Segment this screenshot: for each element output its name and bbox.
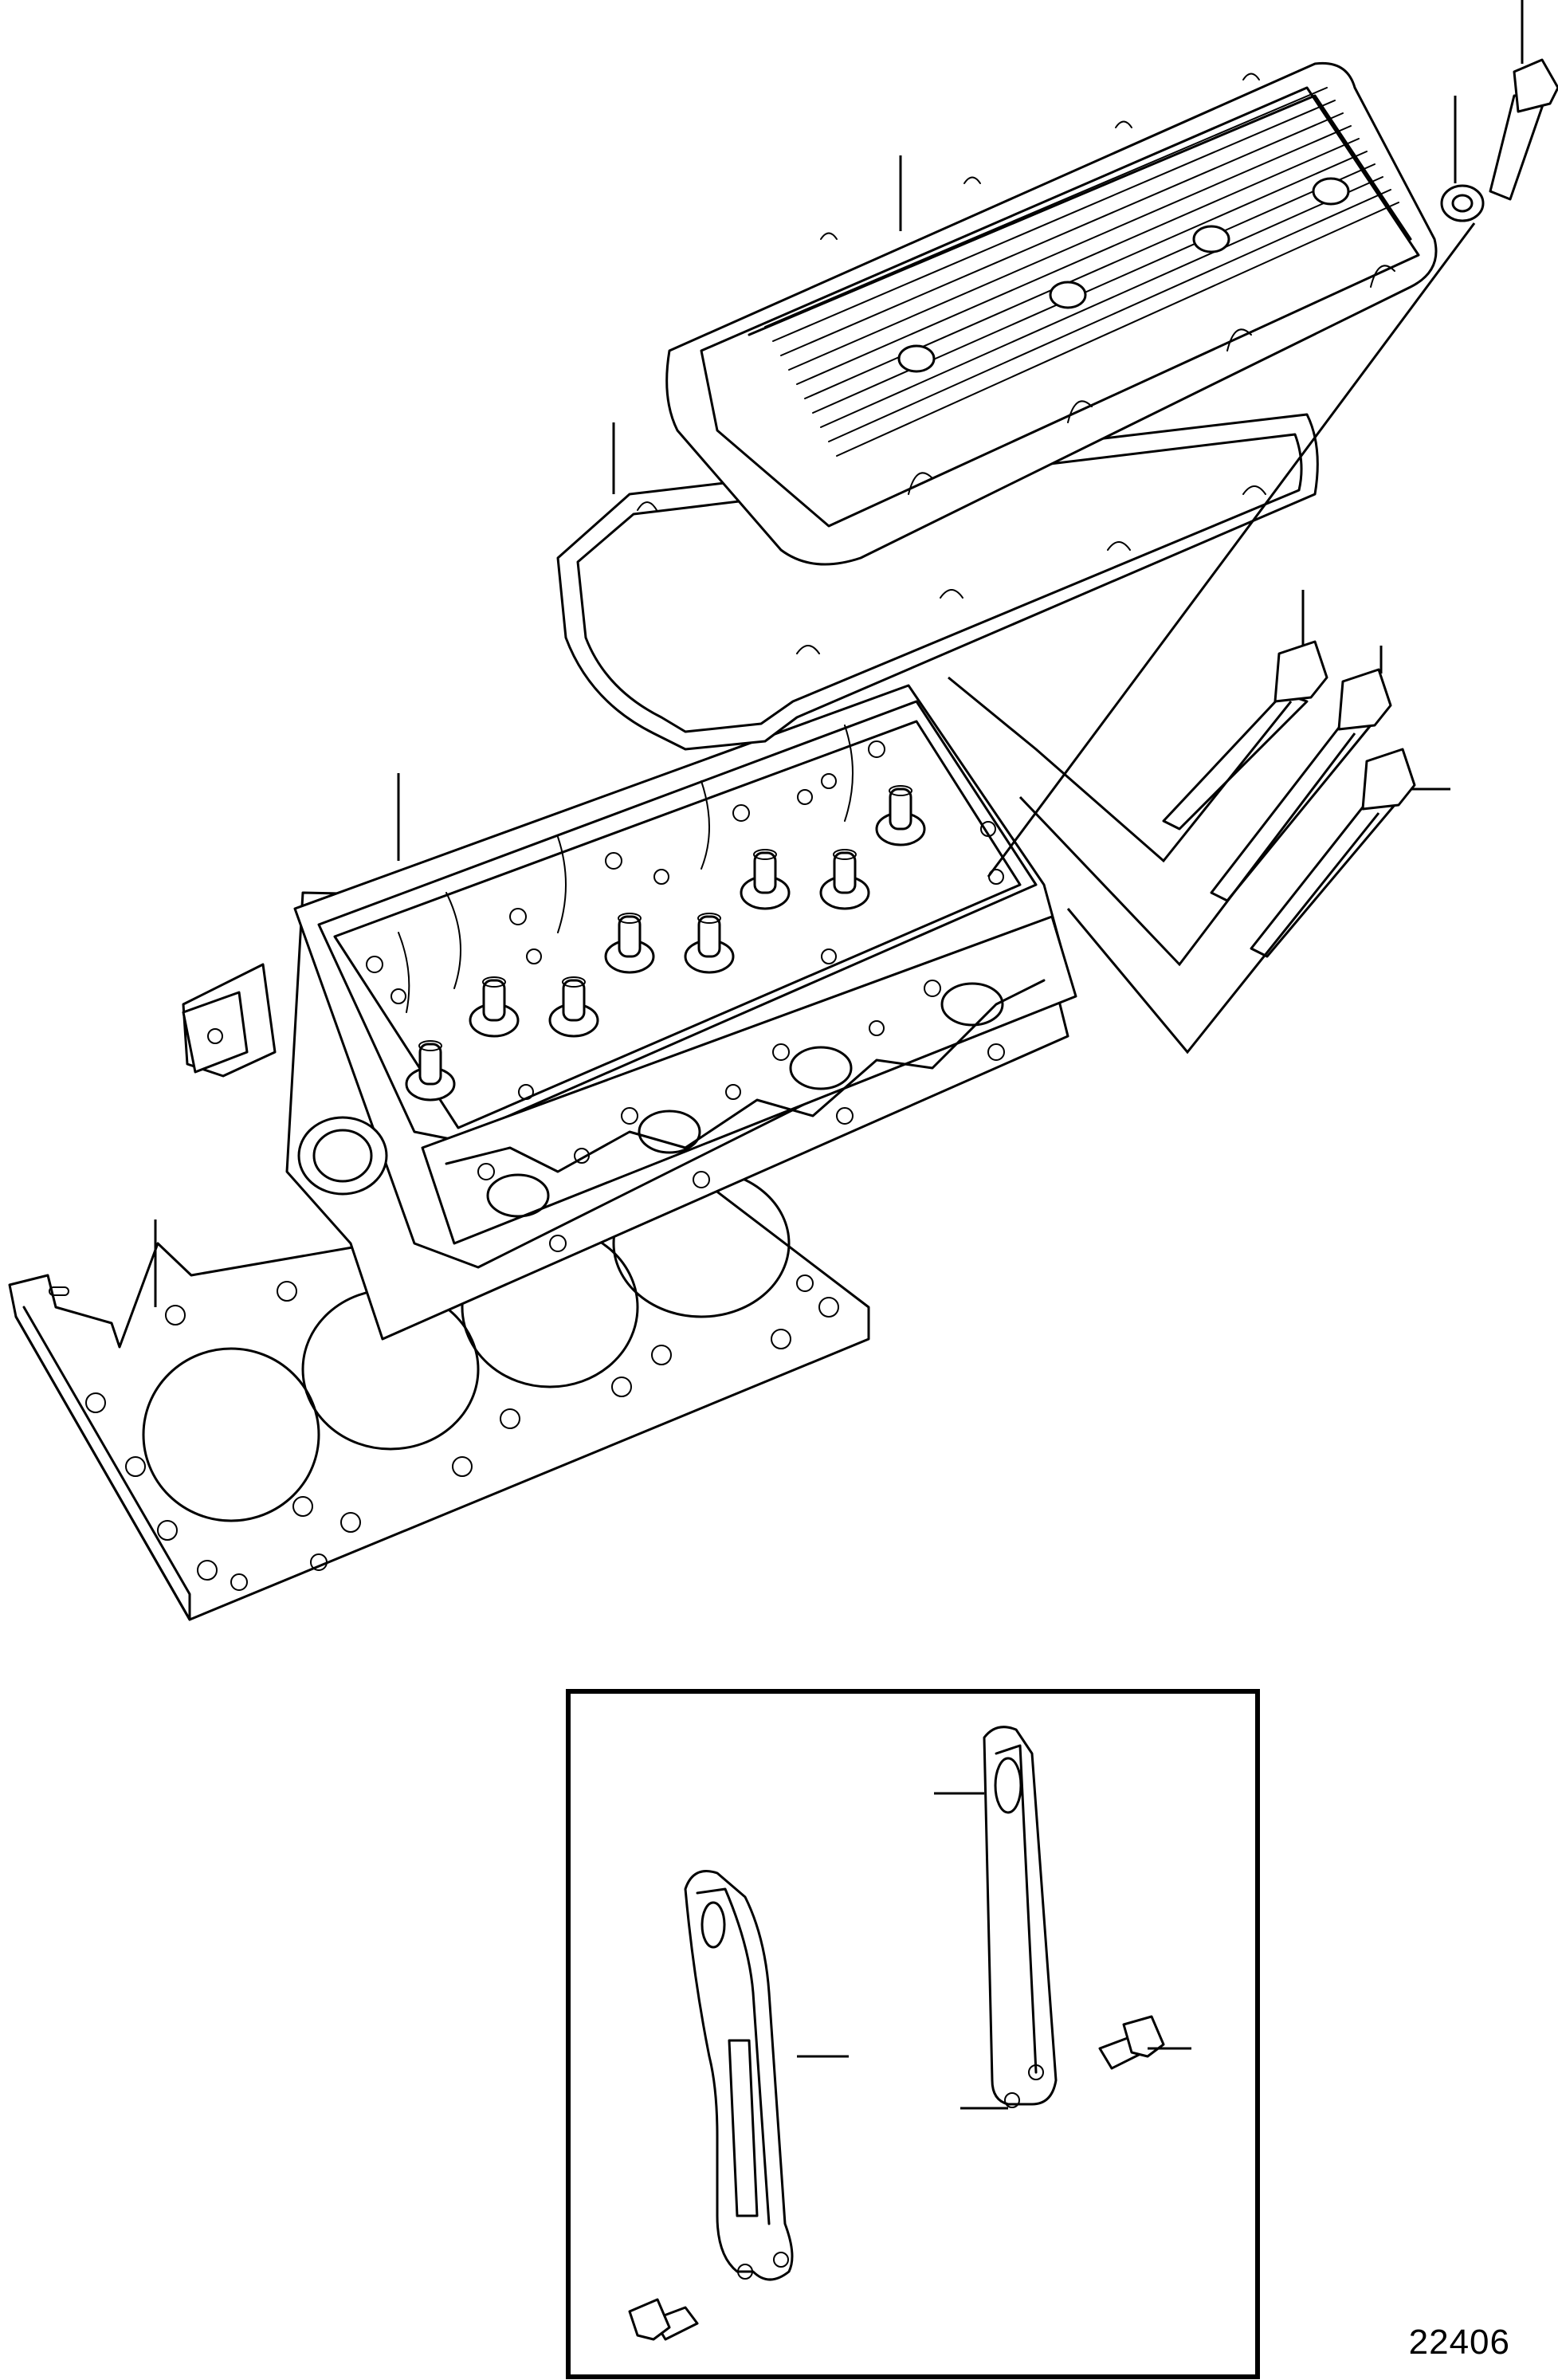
head-bolt-3	[1250, 748, 1416, 958]
lifting-bracket-offset	[684, 1870, 794, 2281]
cover-bolt	[1489, 58, 1558, 201]
lifting-bracket-straight	[983, 1726, 1058, 2108]
valve-cover	[665, 61, 1438, 566]
cover-grommet	[1440, 184, 1485, 222]
bracket-bolt-right	[1098, 2015, 1165, 2070]
head-bolts	[1162, 640, 1416, 958]
bracket-bolt-left	[628, 2298, 699, 2341]
valve-springs	[405, 785, 926, 1102]
cylinder-head	[182, 684, 1077, 1341]
bracket-inset	[566, 1689, 1260, 2379]
figure-number: 22406	[1408, 2323, 1510, 2362]
callout-lines	[154, 0, 1524, 1307]
